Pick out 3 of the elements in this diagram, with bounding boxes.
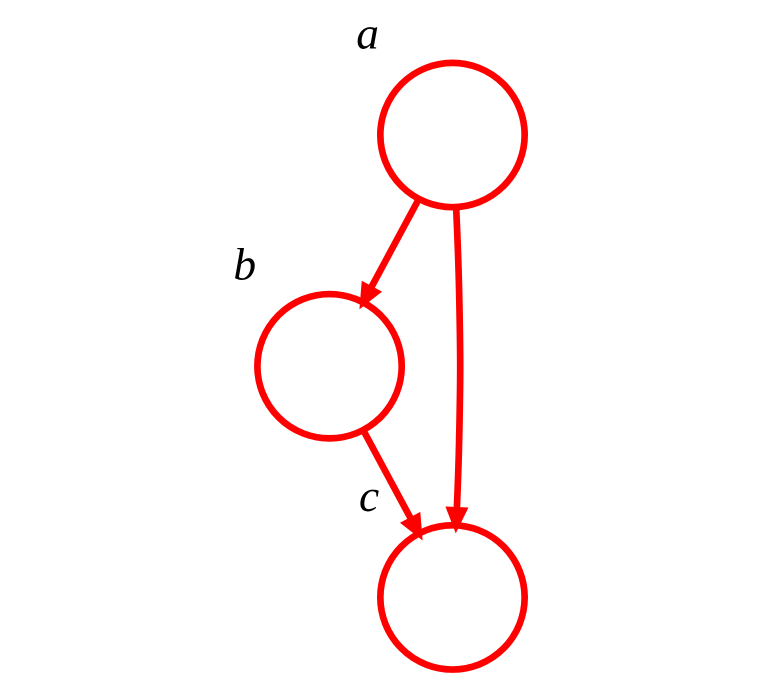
node-label: a xyxy=(356,8,379,58)
node-label: b xyxy=(233,240,256,290)
node-label: c xyxy=(358,470,380,521)
